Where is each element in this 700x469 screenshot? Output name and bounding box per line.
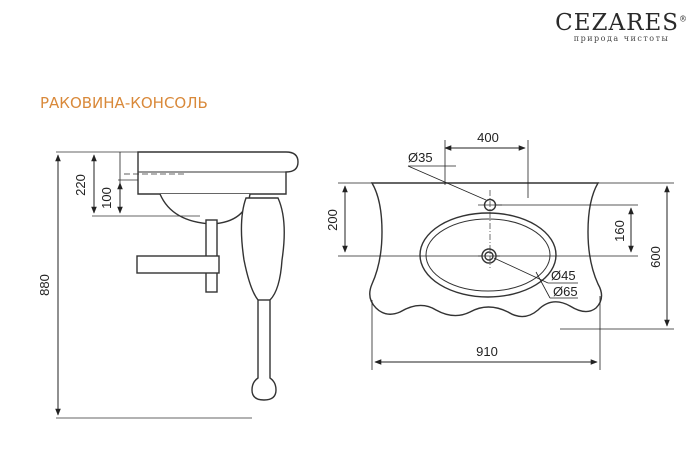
dim-200: 200 [325, 209, 340, 231]
dim-880: 880 [37, 274, 52, 296]
basin-bowl [159, 193, 251, 225]
dim-220: 220 [73, 174, 88, 196]
bowl-inner [425, 218, 551, 292]
dim-tap-diameter: Ø35 [408, 150, 433, 165]
dim-910: 910 [476, 344, 498, 359]
side-dim-lines [55, 152, 123, 416]
dim-drain-diameter-65: Ø65 [553, 284, 578, 299]
brand-tagline: природа чистоты [573, 34, 670, 43]
drawing-title: РАКОВИНА-КОНСОЛЬ [40, 94, 208, 112]
top-dim-lines [338, 140, 674, 370]
dim-drain-diameter-45: Ø45 [551, 268, 576, 283]
brand-name: CEZARES® [555, 10, 688, 36]
top-view [369, 182, 603, 318]
side-view [56, 151, 299, 419]
dim-400: 400 [477, 130, 499, 145]
towel-bar [136, 255, 220, 274]
brand-logo: CEZARES® природа чистоты [555, 10, 688, 43]
dim-100: 100 [99, 187, 114, 209]
console-leg [240, 197, 285, 401]
bowl-outer [419, 212, 557, 298]
dim-160: 160 [612, 220, 627, 242]
basin-rim [137, 151, 299, 195]
dim-600: 600 [648, 246, 663, 268]
